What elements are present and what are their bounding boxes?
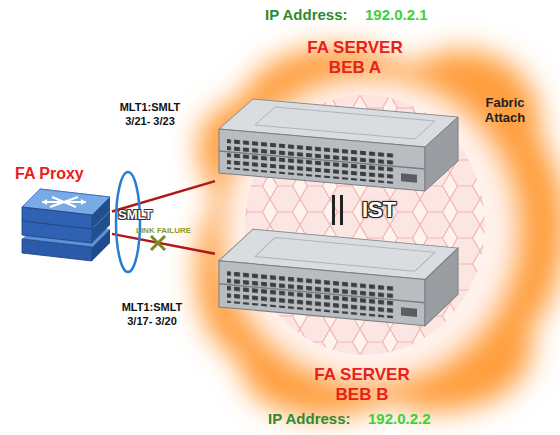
mlt-link bbox=[112, 181, 215, 211]
server-switch: FA SERVER BEB BIP Address:192.0.2.2 bbox=[215, 225, 460, 330]
ist-link bbox=[334, 195, 342, 225]
server-switch: IP Address:192.0.2.1FA SERVER BEB A bbox=[215, 95, 460, 195]
ip-caption: IP Address: bbox=[265, 6, 348, 23]
switch-shape bbox=[215, 95, 460, 195]
failure-cross bbox=[151, 236, 165, 250]
mlt-link bbox=[112, 234, 215, 254]
ist-link-label: IST bbox=[362, 197, 396, 223]
cloud-label: Fabric Attach bbox=[470, 95, 540, 125]
mlt-link-label: MLT1:SMLT 3/21- 3/23 bbox=[110, 100, 190, 128]
fabric-cloud: Fabric Attach IP Address:192.0.2.1FA SERV… bbox=[180, 30, 560, 420]
switch-shape bbox=[215, 225, 460, 330]
mlt-link-label: MLT1:SMLT 3/17- 3/20 bbox=[112, 300, 192, 328]
smlt-ellipse bbox=[116, 172, 140, 272]
failure-label: LINK FAILURE bbox=[136, 226, 191, 235]
ip-address: 192.0.2.1 bbox=[365, 6, 428, 23]
proxy-title: FA Proxy bbox=[15, 165, 84, 183]
cloud-shape bbox=[180, 30, 560, 420]
ip-caption: IP Address: bbox=[268, 410, 351, 427]
smlt-label: SMLT bbox=[118, 207, 152, 222]
server-title: FA SERVER BEB A bbox=[300, 38, 410, 78]
ip-address: 192.0.2.2 bbox=[368, 410, 431, 427]
proxy-switch: FA Proxy bbox=[20, 185, 112, 265]
proxy-switch-shape bbox=[20, 185, 112, 265]
server-title: FA SERVER BEB B bbox=[307, 365, 417, 405]
